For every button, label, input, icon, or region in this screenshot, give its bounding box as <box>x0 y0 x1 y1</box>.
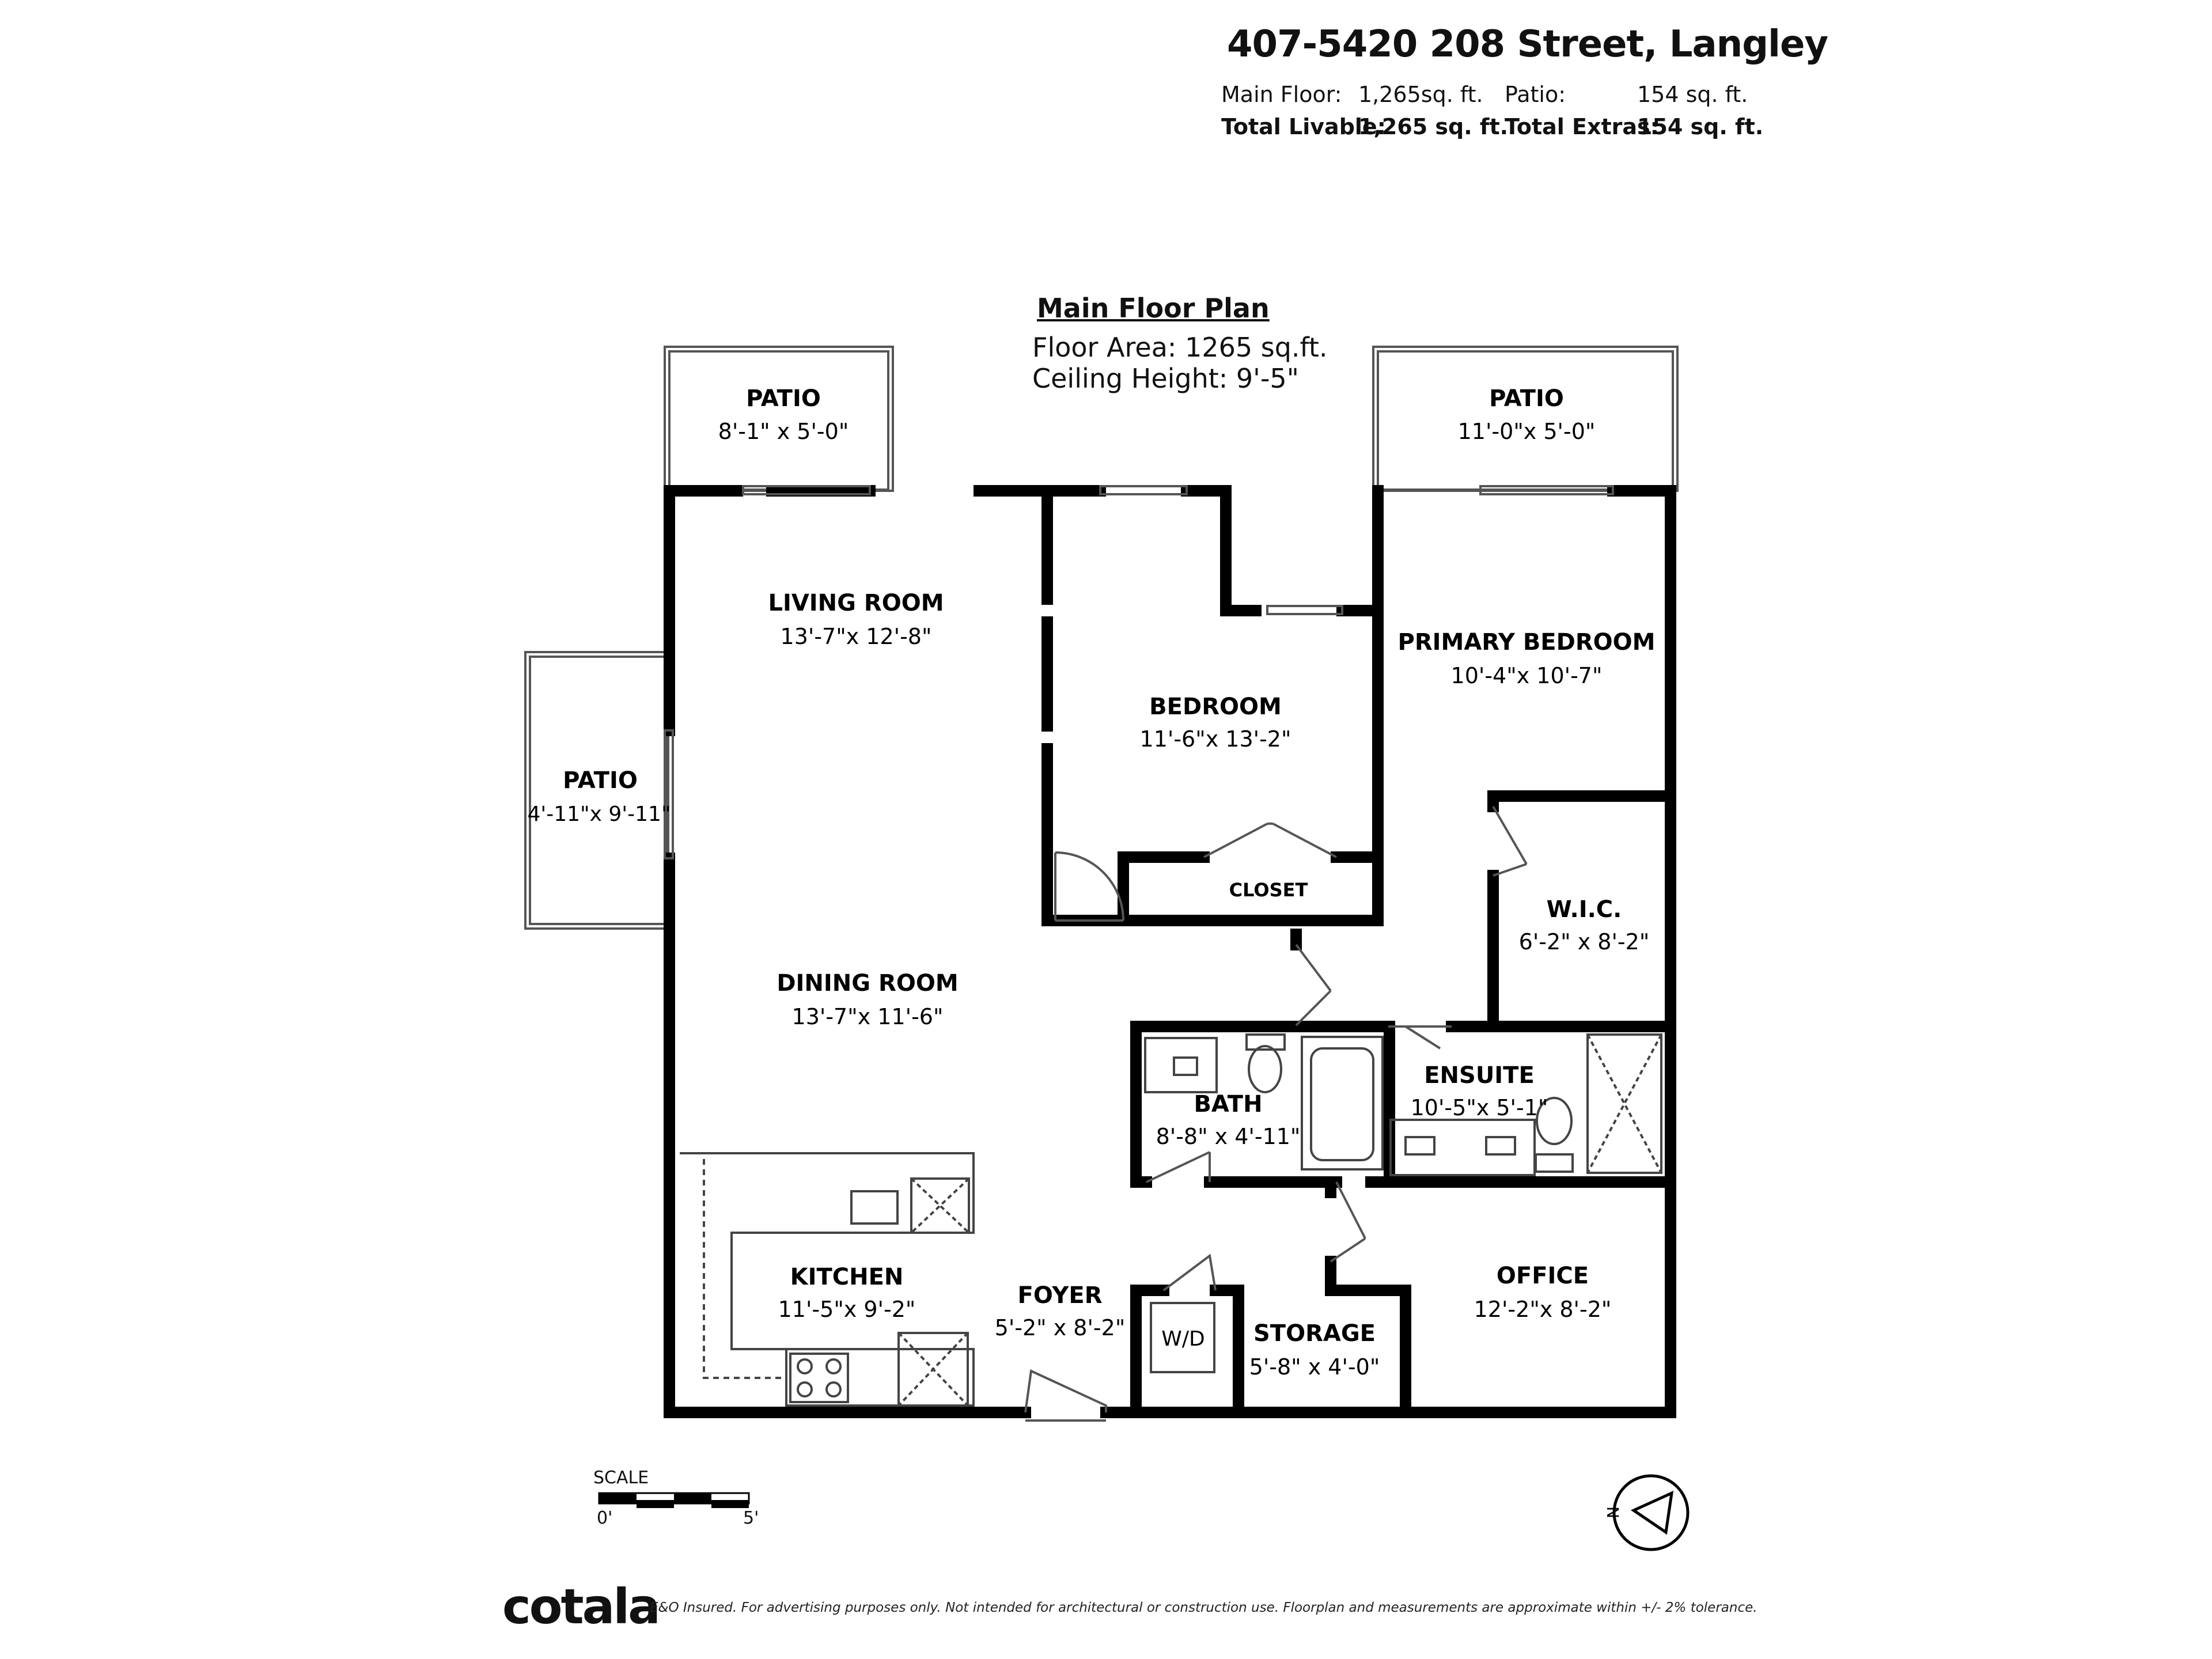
total-livable-value: 1,265 sq. ft. <box>1358 114 1509 139</box>
dining-room-name: DINING ROOM <box>777 970 958 997</box>
patio-label: Patio: <box>1505 82 1566 107</box>
scale-bar <box>598 1492 750 1508</box>
storage-dims: 5'-8" x 4'-0" <box>1249 1354 1380 1380</box>
openings <box>664 485 1614 1422</box>
bedroom-dims: 11'-6"x 13'-2" <box>1140 726 1291 752</box>
plan-title: Main Floor Plan <box>1037 293 1270 324</box>
total-extras-label: Total Extras: <box>1505 114 1659 139</box>
foyer-dims: 5'-2" x 8'-2" <box>995 1315 1126 1340</box>
total-extras-value: 154 sq. ft. <box>1637 114 1764 139</box>
wic-dims: 6'-2" x 8'-2" <box>1519 929 1650 955</box>
wd-label: W/D <box>1161 1327 1205 1351</box>
ceiling-height: Ceiling Height: 9'-5" <box>1032 363 1299 394</box>
room-labels: PATIO 8'-1" x 5'-0" PATIO 11'-0"x 5'-0" … <box>527 385 1655 1380</box>
patio-left-name: PATIO <box>563 767 638 794</box>
compass-north-label: N <box>1604 1506 1623 1518</box>
ensuite-name: ENSUITE <box>1424 1062 1535 1089</box>
patio-top-right-name: PATIO <box>1489 385 1564 412</box>
bath-dims: 8'-8" x 4'-11" <box>1156 1124 1301 1149</box>
patio-top-right-dims: 11'-0"x 5'-0" <box>1458 419 1596 444</box>
storage-name: STORAGE <box>1253 1320 1376 1347</box>
property-address: 407-5420 208 Street, Langley <box>1227 23 1828 66</box>
patio-top-left-dims: 8'-1" x 5'-0" <box>718 419 849 444</box>
wic-name: W.I.C. <box>1547 896 1622 923</box>
kitchen-fixtures <box>680 1152 975 1407</box>
kitchen-name: KITCHEN <box>790 1264 904 1290</box>
primary-bedroom-name: PRIMARY BEDROOM <box>1398 629 1656 656</box>
cotala-logo: cotala <box>502 1578 661 1635</box>
kitchen-dims: 11'-5"x 9'-2" <box>778 1297 916 1322</box>
dining-room-dims: 13'-7"x 11'-6" <box>792 1004 944 1029</box>
closet-name: CLOSET <box>1229 879 1308 901</box>
office-dims: 12'-2"x 8'-2" <box>1474 1297 1612 1322</box>
primary-bedroom-dims: 10'-4"x 10'-7" <box>1451 663 1603 688</box>
living-room-dims: 13'-7"x 12'-8" <box>781 624 932 649</box>
living-room-name: LIVING ROOM <box>768 590 944 616</box>
total-livable-label: Total Livable: <box>1221 114 1386 139</box>
scale-end: 5' <box>743 1508 759 1528</box>
ensuite-dims: 10'-5"x 5'-1" <box>1411 1095 1548 1120</box>
bedroom-name: BEDROOM <box>1149 694 1282 720</box>
patio-top-left-name: PATIO <box>746 385 821 412</box>
floor-area: Floor Area: 1265 sq.ft. <box>1032 332 1328 363</box>
scale-label: SCALE <box>593 1468 649 1488</box>
scale-start: 0' <box>597 1508 613 1528</box>
patio-left-dims: 4'-11"x 9'-11" <box>527 802 671 826</box>
office-name: OFFICE <box>1497 1263 1589 1289</box>
main-floor-value: 1,265sq. ft. <box>1358 82 1483 107</box>
walls <box>664 485 1676 1418</box>
bath-name: BATH <box>1194 1091 1262 1118</box>
main-floor-label: Main Floor: <box>1221 82 1342 107</box>
patio-value: 154 sq. ft. <box>1637 82 1748 107</box>
footer-disclaimer: E&O Insured. For advertising purposes on… <box>650 1600 1758 1615</box>
compass: N <box>1604 1474 1690 1551</box>
bath-fixtures <box>1144 1033 1662 1373</box>
foyer-name: FOYER <box>1018 1282 1103 1309</box>
